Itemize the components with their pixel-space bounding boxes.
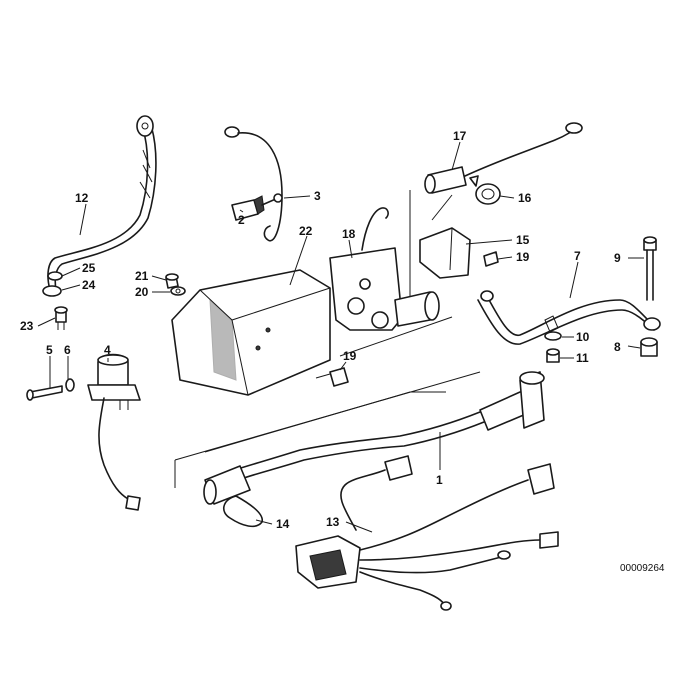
part-22-relay-box (171, 269, 331, 396)
callout-19-upper: 19 (516, 250, 530, 264)
callout-14: 14 (276, 517, 290, 531)
parts-23-24-25-hardware (42, 271, 68, 330)
part-17-plug-wire (424, 122, 583, 194)
callout-19-lower: 19 (343, 349, 357, 363)
part-15-bracket-plate (419, 227, 471, 279)
part-18-bracket (329, 207, 440, 331)
callout-25: 25 (82, 261, 96, 275)
callout-22: 22 (299, 224, 313, 238)
part-4-relay (87, 353, 141, 511)
callout-12: 12 (75, 191, 89, 205)
callout-17: 17 (453, 129, 467, 143)
callout-labels: 12 25 24 23 2 3 22 18 21 20 17 16 15 19 … (20, 129, 665, 574)
callout-10: 10 (576, 330, 590, 344)
parts-20-21-bolt-washer (165, 273, 186, 296)
assembly-frame (174, 190, 481, 488)
drawing-number: 00009264 (620, 563, 665, 574)
part-13-wiring-harness (295, 455, 559, 611)
part-19-screw-upper (483, 251, 499, 267)
part-19-screw-lower (315, 367, 349, 387)
callout-16: 16 (518, 191, 532, 205)
part-2-3-cable-clip (224, 126, 283, 242)
callout-9: 9 (614, 251, 621, 265)
callout-24: 24 (82, 278, 96, 292)
parts-5-6-screw-washer (26, 378, 75, 401)
callout-1: 1 (436, 473, 443, 487)
part-16-clamp (469, 175, 501, 205)
callout-2: 2 (238, 213, 245, 227)
callout-4: 4 (104, 343, 111, 357)
callout-23: 23 (20, 319, 34, 333)
callout-6: 6 (64, 343, 71, 357)
callout-21: 21 (135, 269, 149, 283)
callout-20: 20 (135, 285, 149, 299)
leader-lines (37, 141, 644, 533)
callout-15: 15 (516, 233, 530, 247)
callout-8: 8 (614, 340, 621, 354)
callout-11: 11 (576, 351, 589, 365)
callout-18: 18 (342, 227, 356, 241)
callout-7: 7 (574, 249, 581, 263)
callout-5: 5 (46, 343, 53, 357)
part-1-ignition-lead (203, 371, 545, 505)
parts-8-10-11-nuts (544, 331, 658, 363)
callout-3: 3 (314, 189, 321, 203)
part-14-seal-ring (223, 495, 263, 528)
part-12-ground-strap (47, 115, 157, 291)
callout-13: 13 (326, 515, 340, 529)
part-7-strap (477, 290, 661, 345)
part-9-long-bolt (643, 236, 657, 301)
